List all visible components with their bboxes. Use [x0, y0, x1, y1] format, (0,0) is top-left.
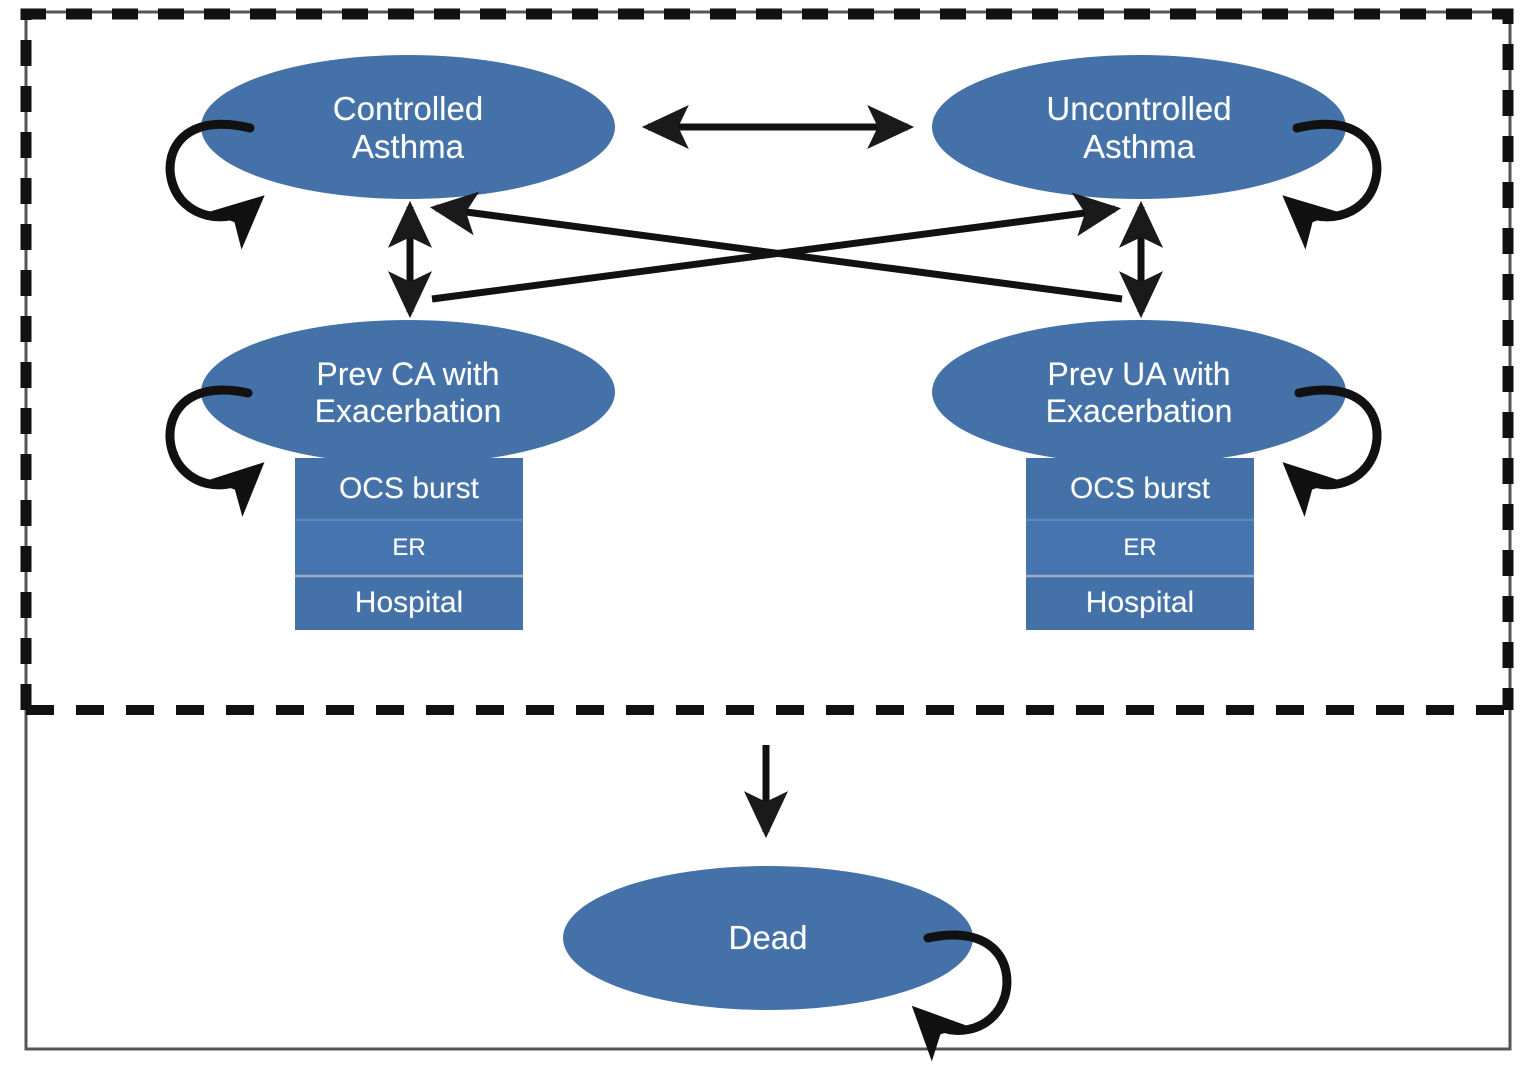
- left-substate-stack: [295, 458, 523, 630]
- self-loop-prev-ua-exacerbation[interactable]: [1282, 385, 1382, 517]
- self-loop-controlled-asthma[interactable]: [165, 119, 265, 250]
- edge-prevca-to-ua[interactable]: [431, 192, 1122, 303]
- node-controlled-asthma[interactable]: [201, 55, 615, 199]
- right-box-er[interactable]: [1026, 520, 1254, 576]
- right-substate-stack: [1026, 458, 1254, 630]
- self-loop-uncontrolled-asthma[interactable]: [1282, 119, 1382, 250]
- alive-compartment-border: [20, 8, 1514, 710]
- left-box-er[interactable]: [295, 520, 523, 576]
- self-loop-dead[interactable]: [911, 930, 1012, 1062]
- right-box-hospital[interactable]: [1026, 576, 1254, 630]
- left-box-ocs-burst[interactable]: [295, 458, 523, 520]
- node-prev-ua-exacerbation[interactable]: [932, 320, 1346, 464]
- self-loop-prev-ca-exacerbation[interactable]: [165, 385, 265, 517]
- node-prev-ca-exacerbation[interactable]: [201, 320, 615, 464]
- right-box-ocs-burst[interactable]: [1026, 458, 1254, 520]
- node-uncontrolled-asthma[interactable]: [932, 55, 1346, 199]
- left-box-hospital[interactable]: [295, 576, 523, 630]
- node-dead[interactable]: [563, 866, 973, 1010]
